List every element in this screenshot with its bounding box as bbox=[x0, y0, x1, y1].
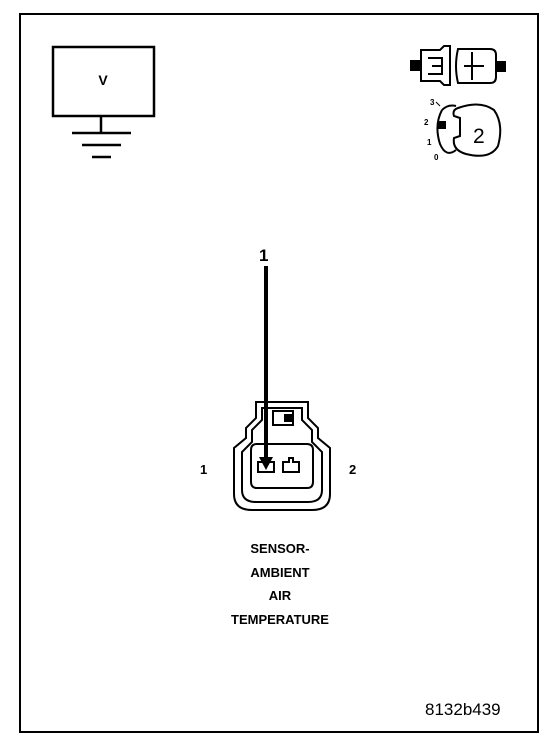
pin-2-label: 2 bbox=[349, 462, 357, 477]
pin-1-label: 1 bbox=[200, 462, 208, 477]
caption-line: AMBIENT bbox=[250, 564, 310, 580]
probe-adapter-icon bbox=[436, 103, 502, 157]
probed-pin-label: 1 bbox=[259, 246, 269, 265]
scale-ticks bbox=[435, 101, 441, 107]
caption-line: TEMPERATURE bbox=[231, 611, 329, 627]
scale-label-1: 1 bbox=[427, 138, 432, 147]
voltmeter-label: V bbox=[98, 72, 108, 88]
probe-connector-icon bbox=[410, 45, 506, 86]
voltmeter-symbol bbox=[51, 45, 156, 132]
figure-id: 8132b439 bbox=[425, 700, 501, 719]
scale-label-3: 3 bbox=[430, 98, 435, 107]
test-lead-arrow bbox=[259, 266, 273, 470]
sensor-connector bbox=[233, 401, 331, 511]
caption-line: AIR bbox=[268, 588, 292, 603]
scale-label-0: 0 bbox=[434, 153, 439, 162]
caption-line: SENSOR- bbox=[250, 541, 310, 556]
adapter-number: 2 bbox=[473, 125, 485, 148]
ground-icon bbox=[72, 131, 131, 159]
scale-label-2: 2 bbox=[424, 118, 429, 127]
connector-caption: SENSOR- AMBIENT AIR TEMPERATURE bbox=[180, 537, 380, 631]
diagram-frame bbox=[19, 13, 539, 733]
